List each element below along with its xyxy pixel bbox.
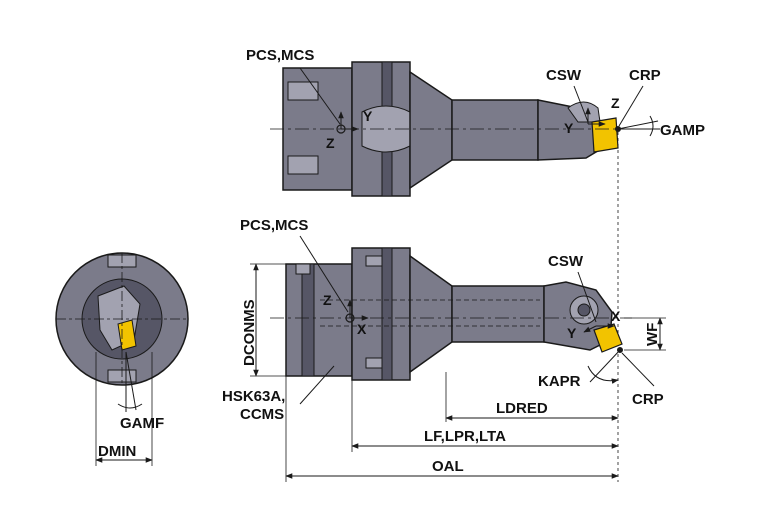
- side-axis-x-tip: X: [611, 308, 621, 324]
- end-gamf-label: GAMF: [120, 415, 164, 432]
- side-flange-groove: [381, 247, 393, 381]
- side-axis-z-body: Z: [323, 292, 332, 308]
- top-pcs-leader: [299, 67, 341, 125]
- side-hsk-label-1: HSK63A,: [222, 388, 285, 405]
- side-hsk-leader: [299, 365, 335, 405]
- top-insert: [591, 117, 619, 153]
- side-crp-leader: [621, 352, 655, 387]
- top-csw-label: CSW: [546, 67, 582, 84]
- top-neck: [451, 99, 539, 161]
- top-crp-leader: [618, 85, 644, 127]
- side-axis-x-body: X: [357, 321, 367, 337]
- side-neck: [451, 285, 545, 343]
- side-wf-label: WF: [644, 323, 661, 346]
- top-csw-leader: [573, 85, 589, 123]
- top-axis-z-tip: Z: [611, 95, 620, 111]
- end-insert: [117, 319, 137, 351]
- side-insert: [593, 323, 623, 353]
- side-pcs-label: PCS,MCS: [240, 217, 308, 234]
- top-axis-y-body: Y: [363, 108, 373, 124]
- top-axis-y-tip: Y: [564, 120, 574, 136]
- side-flange-key-top: [365, 255, 383, 267]
- top-shank-slot-lower: [287, 155, 319, 175]
- side-taper: [409, 254, 453, 374]
- side-view: PCS,MCS Z X CSW X Y CRP KAPR WF DCONMS H…: [222, 217, 666, 482]
- side-pcs-leader: [299, 235, 349, 313]
- side-csw-label: CSW: [548, 253, 584, 270]
- side-oal-label: OAL: [432, 458, 464, 475]
- side-kapr-label: KAPR: [538, 373, 581, 390]
- side-ldred-label: LDRED: [496, 400, 548, 417]
- side-crp-label: CRP: [632, 391, 664, 408]
- side-flange-key-bottom: [365, 357, 383, 369]
- top-axis-z-body: Z: [326, 135, 335, 151]
- side-dconms-label: DCONMS: [241, 299, 258, 366]
- side-shank-tab: [295, 263, 311, 275]
- end-dmin-label: DMIN: [98, 443, 136, 460]
- end-view: GAMF DMIN: [55, 252, 189, 466]
- top-pcs-label: PCS,MCS: [246, 47, 314, 64]
- side-shank: [285, 263, 353, 377]
- top-taper: [409, 70, 453, 190]
- top-view: PCS,MCS Y Z CSW CRP Z Y GAMP: [246, 47, 705, 482]
- side-coolant-channel: [320, 299, 540, 327]
- top-crp-label: CRP: [629, 67, 661, 84]
- side-axis-y-tip: Y: [567, 325, 577, 341]
- top-shank-slot-upper: [287, 81, 319, 101]
- side-hsk-label-2: CCMS: [240, 406, 284, 423]
- side-lf-label: LF,LPR,LTA: [424, 428, 506, 445]
- side-shank-rib: [301, 263, 315, 377]
- top-gamp-label: GAMP: [660, 122, 705, 139]
- side-csw-leader: [577, 271, 597, 323]
